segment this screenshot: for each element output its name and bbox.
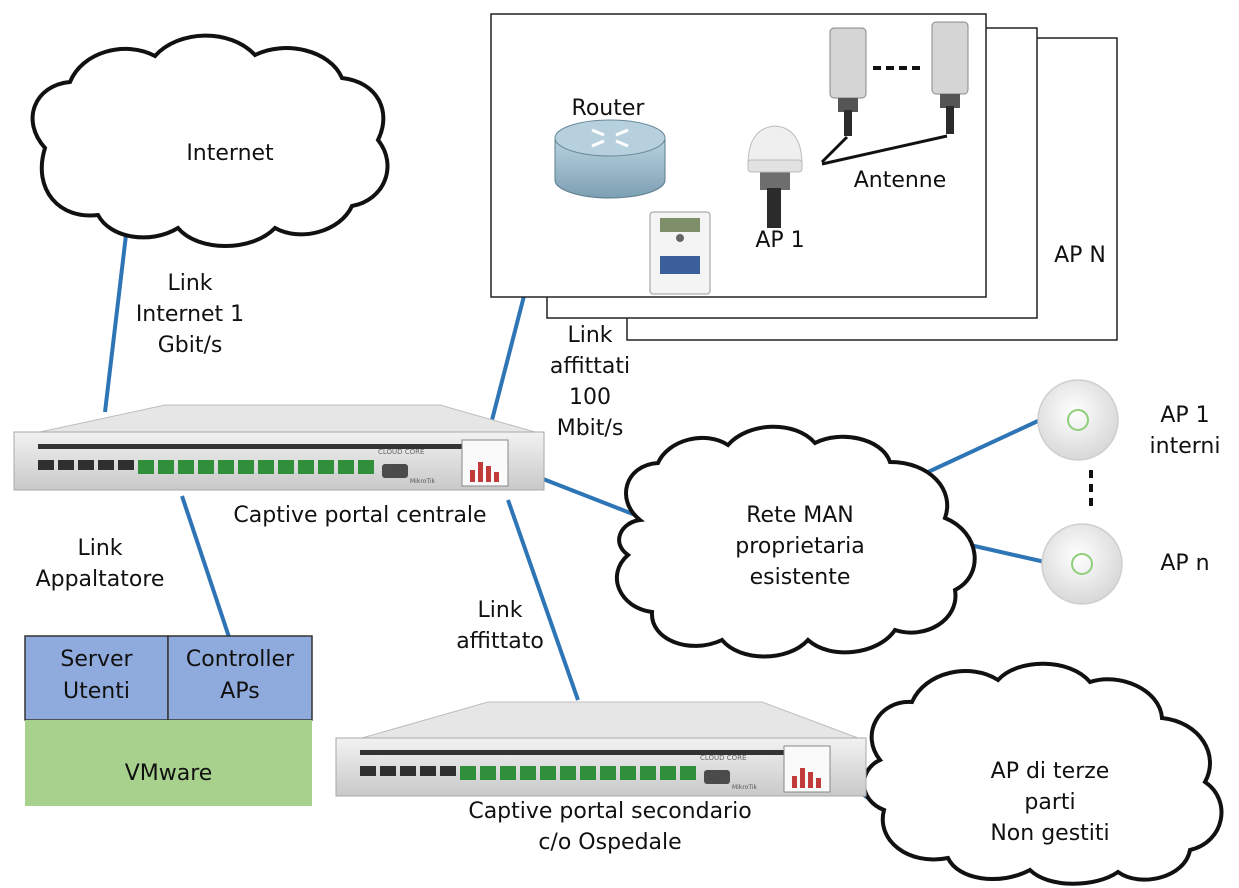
central-router-chassis: CLOUD CORE MikroTik xyxy=(13,404,545,491)
secondary-portal-label: Captive portal secondario c/o Ospedale xyxy=(468,799,752,855)
ap1-label: AP 1 xyxy=(755,228,805,253)
central-portal-label: Captive portal centrale xyxy=(233,503,487,528)
outdoor-ap-icon xyxy=(747,125,803,228)
link-contractor-label: Link Appaltatore xyxy=(35,536,165,592)
controller-aps-label: Controller APs xyxy=(185,647,295,704)
vm-stack xyxy=(24,635,313,806)
secondary-router-chassis: CLOUD CORE MikroTik xyxy=(335,701,867,797)
internet-cloud xyxy=(30,33,390,248)
link-man-line xyxy=(537,475,639,518)
apN-label: AP N xyxy=(1054,243,1106,268)
indoor-ap1-icon xyxy=(1037,379,1119,461)
link-leased-label: Link affittati 100 Mbit/s xyxy=(549,323,631,441)
link-internet-label: Link Internet 1 Gbit/s xyxy=(135,271,245,358)
controller-aps-box xyxy=(167,635,313,721)
server-users-label: Server Utenti xyxy=(60,647,133,704)
antennas-label: Antenne xyxy=(853,168,947,193)
link-contractor-line xyxy=(180,495,234,647)
man-label: Rete MAN proprietaria esistente xyxy=(735,503,865,590)
antenna-cables xyxy=(820,134,948,166)
panel-antenna-left xyxy=(829,27,867,136)
internet-label: Internet xyxy=(186,141,274,166)
indoor-apn-icon xyxy=(1041,523,1123,605)
link-leased-single-line xyxy=(506,499,580,701)
apn-label: AP n xyxy=(1160,551,1210,576)
svg-text:MikroTik: MikroTik xyxy=(410,478,435,485)
vmware-label: VMware xyxy=(124,761,213,786)
router-label: Router xyxy=(571,96,645,121)
third-party-label: AP di terze parti Non gestiti xyxy=(990,759,1110,846)
panel-antenna-right xyxy=(931,21,969,134)
svg-text:CLOUD CORE: CLOUD CORE xyxy=(700,754,746,762)
man-cloud xyxy=(614,424,977,659)
vmware-box xyxy=(25,720,312,806)
link-leased-single-label: Link affittato xyxy=(456,598,544,654)
svg-text:CLOUD CORE: CLOUD CORE xyxy=(378,448,424,456)
svg-text:MikroTik: MikroTik xyxy=(732,784,757,791)
link-internet-line xyxy=(103,217,130,413)
third-party-cloud xyxy=(862,661,1224,886)
router-icon xyxy=(554,119,666,199)
electric-meter-icon xyxy=(649,211,711,295)
ap1-internal-label: AP 1 interni xyxy=(1149,403,1221,459)
link-man-apn xyxy=(969,543,1046,564)
